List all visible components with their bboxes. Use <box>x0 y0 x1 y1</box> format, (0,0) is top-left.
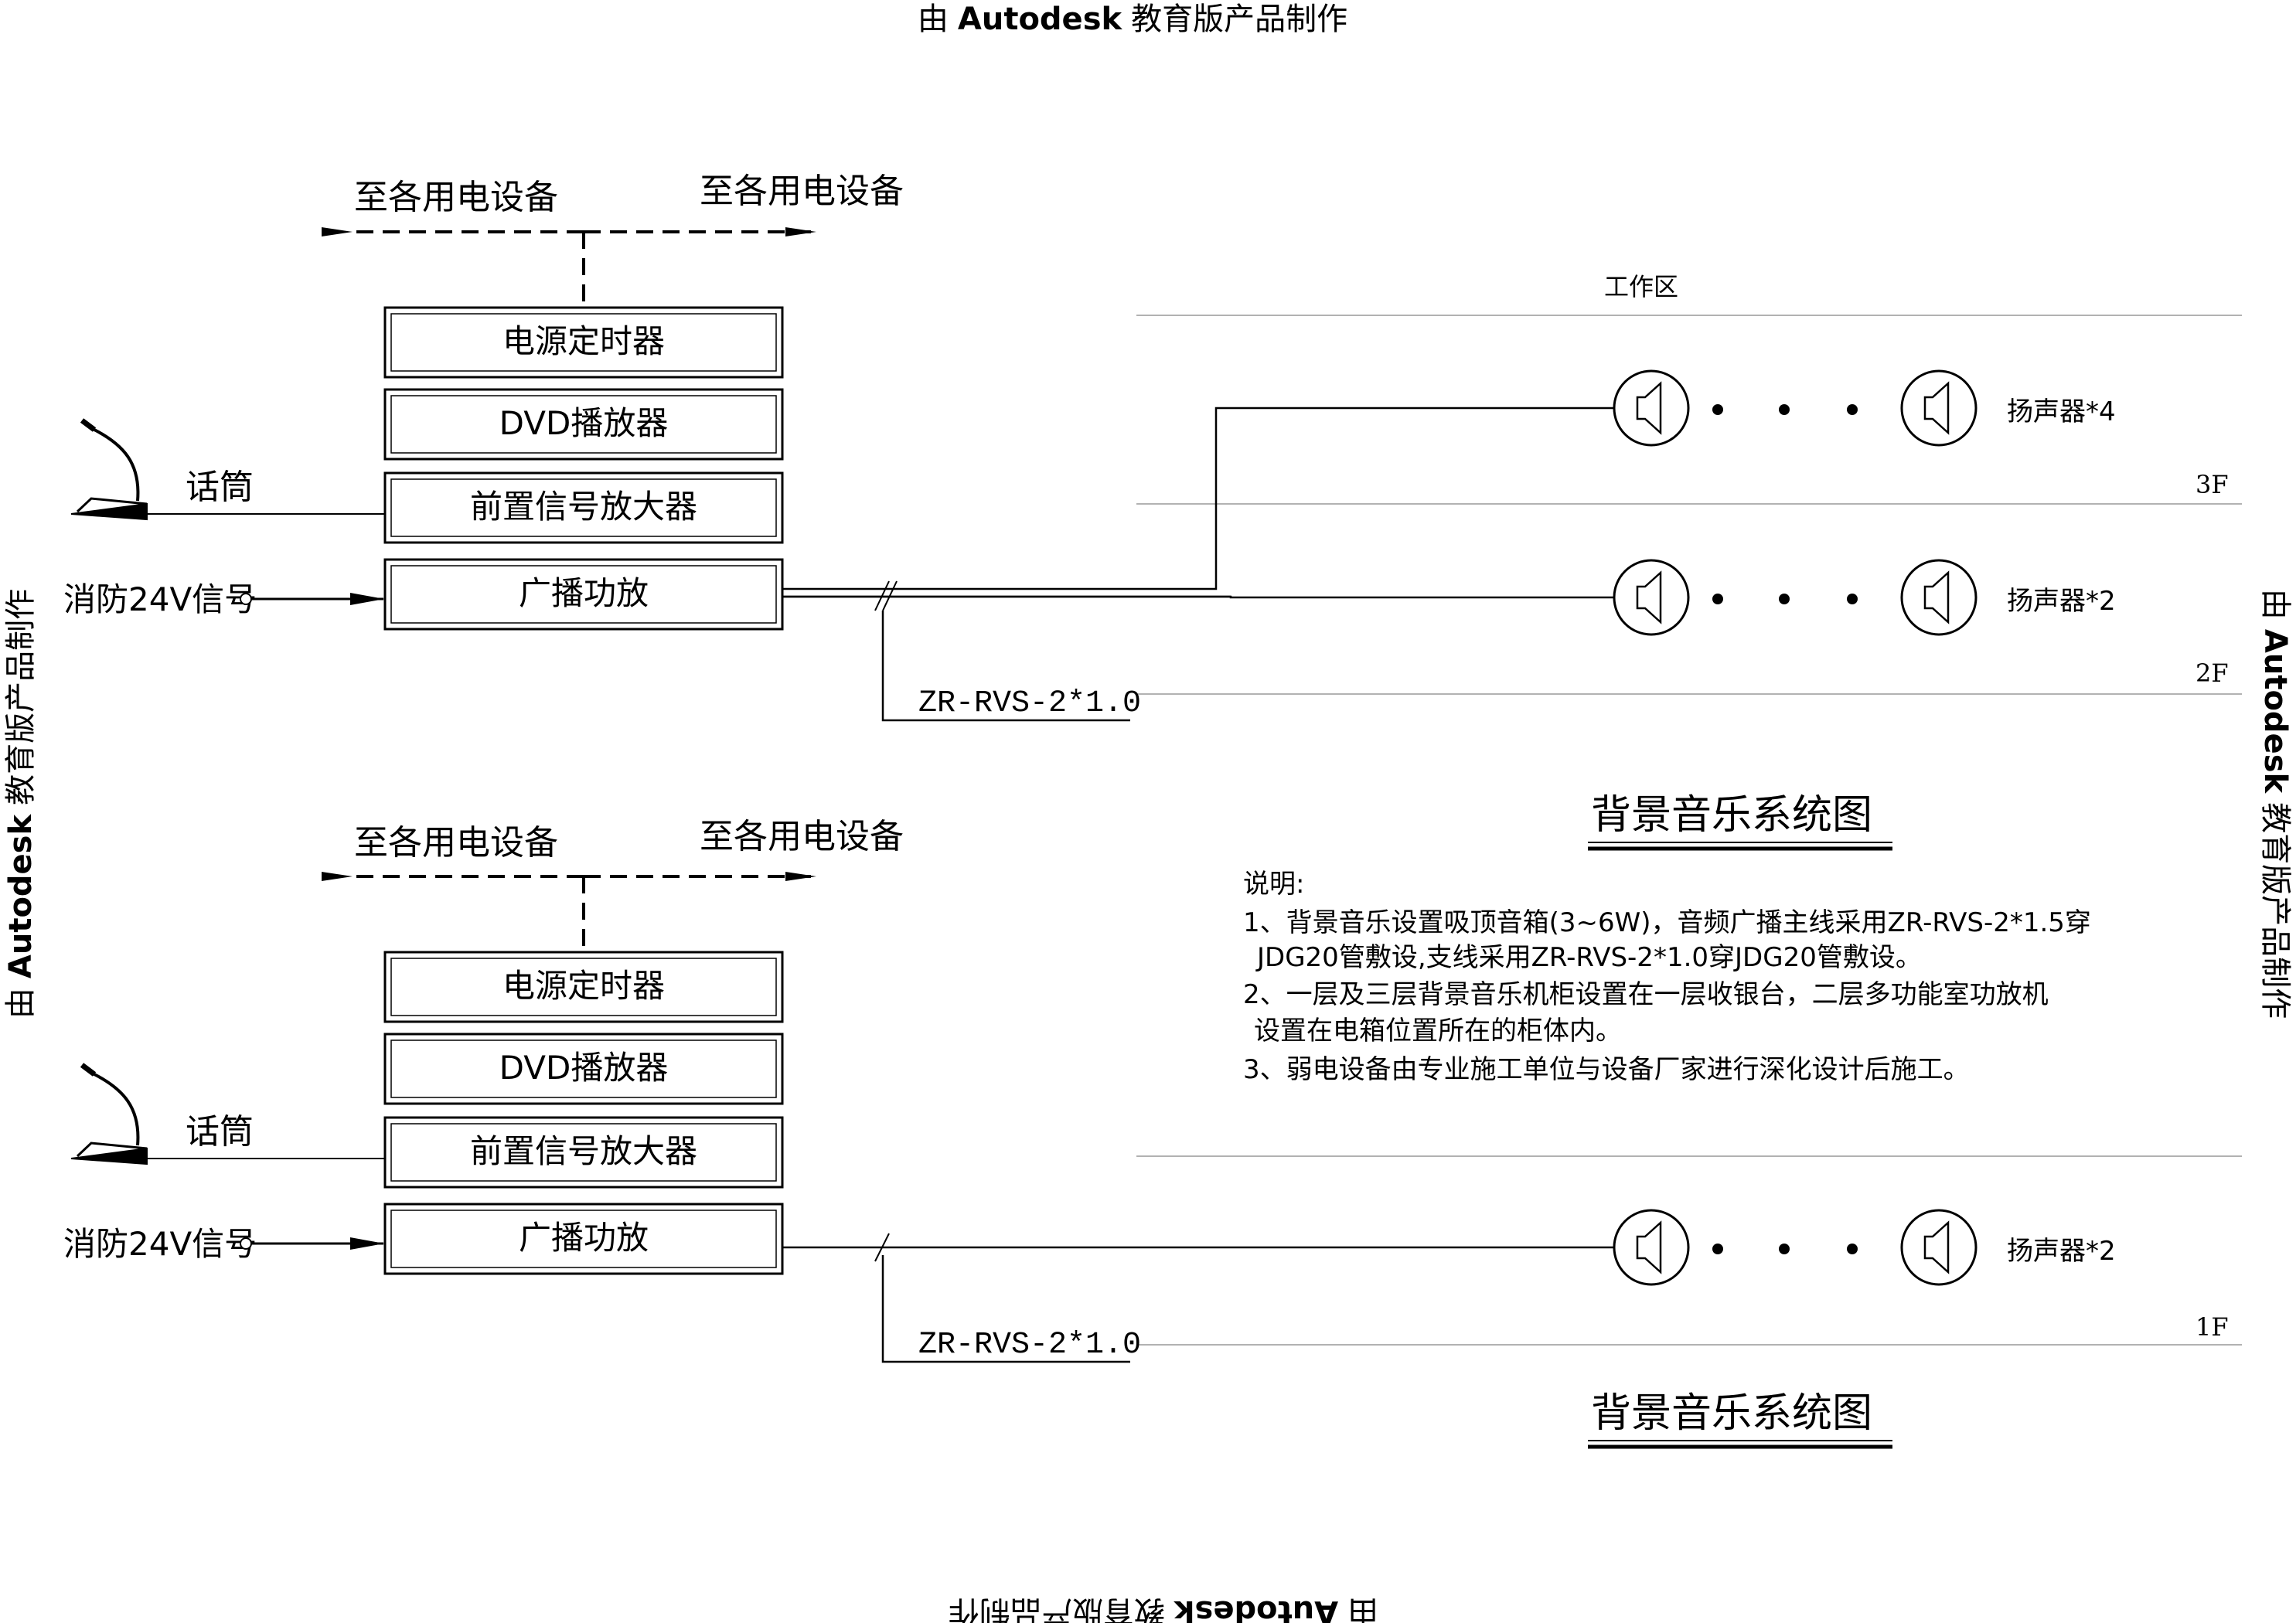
speakers-3f-label: 扬声器*4 <box>2007 396 2116 427</box>
svg-text:由Autodesk教育版产品制作: 由Autodesk教育版产品制作 <box>3 589 39 1019</box>
notes-line-2: JDG20管敷设,支线采用ZR-RVS-2*1.0穿JDG20管敷设。 <box>1255 942 1922 973</box>
work-area-label: 工作区 <box>1604 272 1678 301</box>
upper-distribution-arrows <box>322 227 816 308</box>
speaker-1f-last <box>1900 1209 1977 1286</box>
upper-system: 至各用电设备 至各用电设备 电源定时器 DVD播放器 前置信号放大器 广播功放 <box>63 172 2116 851</box>
upper-amplifier-box: 广播功放 <box>383 558 784 631</box>
lower-to-devices-right: 至各用电设备 <box>700 817 904 856</box>
speaker-1f-first <box>1613 1209 1690 1286</box>
lower-fire-signal-terminal <box>240 1237 252 1250</box>
speakers-1f-label: 扬声器*2 <box>2007 1236 2116 1267</box>
svg-text:广播功放: 广播功放 <box>519 1219 649 1257</box>
watermark-right: 由Autodesk教育版产品制作 <box>2257 589 2293 1019</box>
floor-lines <box>1136 315 2242 1346</box>
svg-text:电源定时器: 电源定时器 <box>502 967 665 1005</box>
upper-speaker-wiring <box>782 407 1614 722</box>
upper-fire-signal-label: 消防24V信号 <box>63 580 257 618</box>
watermark-bottom: 由Autodesk教育版产品制作 <box>949 1594 1378 1623</box>
floor-label-1f: 1F <box>2196 1312 2229 1342</box>
upper-dvd-player-box: DVD播放器 <box>383 388 784 461</box>
lower-dvd-player-box: DVD播放器 <box>383 1033 784 1105</box>
speaker-2f-last <box>1900 559 1977 636</box>
notes-line-4: 设置在电箱位置所在的柜体内。 <box>1254 1016 1622 1046</box>
lower-microphone-icon <box>70 1063 148 1165</box>
speaker-2f-first <box>1613 559 1690 636</box>
lower-preamp-box: 前置信号放大器 <box>383 1116 784 1189</box>
upper-power-timer-box: 电源定时器 <box>383 306 784 379</box>
speakers-2f-label: 扬声器*2 <box>2007 586 2116 617</box>
lower-to-devices-left: 至各用电设备 <box>354 823 558 863</box>
notes-line-3: 2、一层及三层背景音乐机柜设置在一层收银台，二层多功能室功放机 <box>1243 979 2049 1010</box>
upper-to-devices-right: 至各用电设备 <box>700 172 904 211</box>
upper-cable-label: ZR-RVS-2*1.0 <box>918 686 1141 721</box>
speaker-dots-3f <box>1712 404 1858 415</box>
svg-text:由Autodesk教育版产品制作: 由Autodesk教育版产品制作 <box>949 1594 1378 1623</box>
lower-cable-label: ZR-RVS-2*1.0 <box>918 1328 1141 1363</box>
lower-amplifier-box: 广播功放 <box>383 1203 784 1275</box>
watermark-left: 由Autodesk教育版产品制作 <box>3 589 39 1019</box>
speaker-dots-1f <box>1712 1244 1858 1254</box>
svg-text:由Autodesk教育版产品制作: 由Autodesk教育版产品制作 <box>918 2 1347 37</box>
lower-distribution-arrows <box>322 872 816 952</box>
lower-power-timer-box: 电源定时器 <box>383 951 784 1023</box>
svg-text:广播功放: 广播功放 <box>519 574 649 612</box>
lower-system: 至各用电设备 至各用电设备 电源定时器 DVD播放器 前置信号放大器 广播功放 <box>63 817 2116 1449</box>
svg-text:前置信号放大器: 前置信号放大器 <box>470 488 697 526</box>
upper-fire-signal-terminal <box>240 593 252 605</box>
floor-label-2f: 2F <box>2196 658 2229 688</box>
lower-fire-signal-label: 消防24V信号 <box>63 1225 257 1263</box>
notes-heading: 说明: <box>1243 869 1304 900</box>
upper-to-devices-left: 至各用电设备 <box>354 178 558 217</box>
svg-text:电源定时器: 电源定时器 <box>502 322 665 360</box>
notes-line-1: 1、背景音乐设置吸顶音箱(3~6W)，音频广播主线采用ZR-RVS-2*1.5穿 <box>1243 907 2091 938</box>
upper-preamp-box: 前置信号放大器 <box>383 471 784 544</box>
lower-microphone-label: 话筒 <box>186 1112 254 1152</box>
svg-text:由Autodesk教育版产品制作: 由Autodesk教育版产品制作 <box>2257 589 2293 1019</box>
lower-speaker-wiring <box>782 1233 1614 1363</box>
lower-diagram-title: 背景音乐系统图 <box>1591 1390 1872 1437</box>
svg-text:前置信号放大器: 前置信号放大器 <box>470 1132 697 1170</box>
speaker-3f-first <box>1613 369 1690 447</box>
svg-text:DVD播放器: DVD播放器 <box>499 404 669 442</box>
svg-text:DVD播放器: DVD播放器 <box>499 1049 669 1087</box>
floor-label-3f: 3F <box>2196 470 2229 499</box>
upper-microphone-icon <box>70 418 148 521</box>
upper-diagram-title: 背景音乐系统图 <box>1591 792 1872 839</box>
upper-microphone-label: 话筒 <box>186 468 254 507</box>
notes-line-5: 3、弱电设备由专业施工单位与设备厂家进行深化设计后施工。 <box>1243 1054 1970 1085</box>
speaker-dots-2f <box>1712 594 1858 604</box>
speaker-3f-last <box>1900 369 1977 447</box>
notes: 说明: 1、背景音乐设置吸顶音箱(3~6W)，音频广播主线采用ZR-RVS-2*… <box>1243 869 2091 1085</box>
